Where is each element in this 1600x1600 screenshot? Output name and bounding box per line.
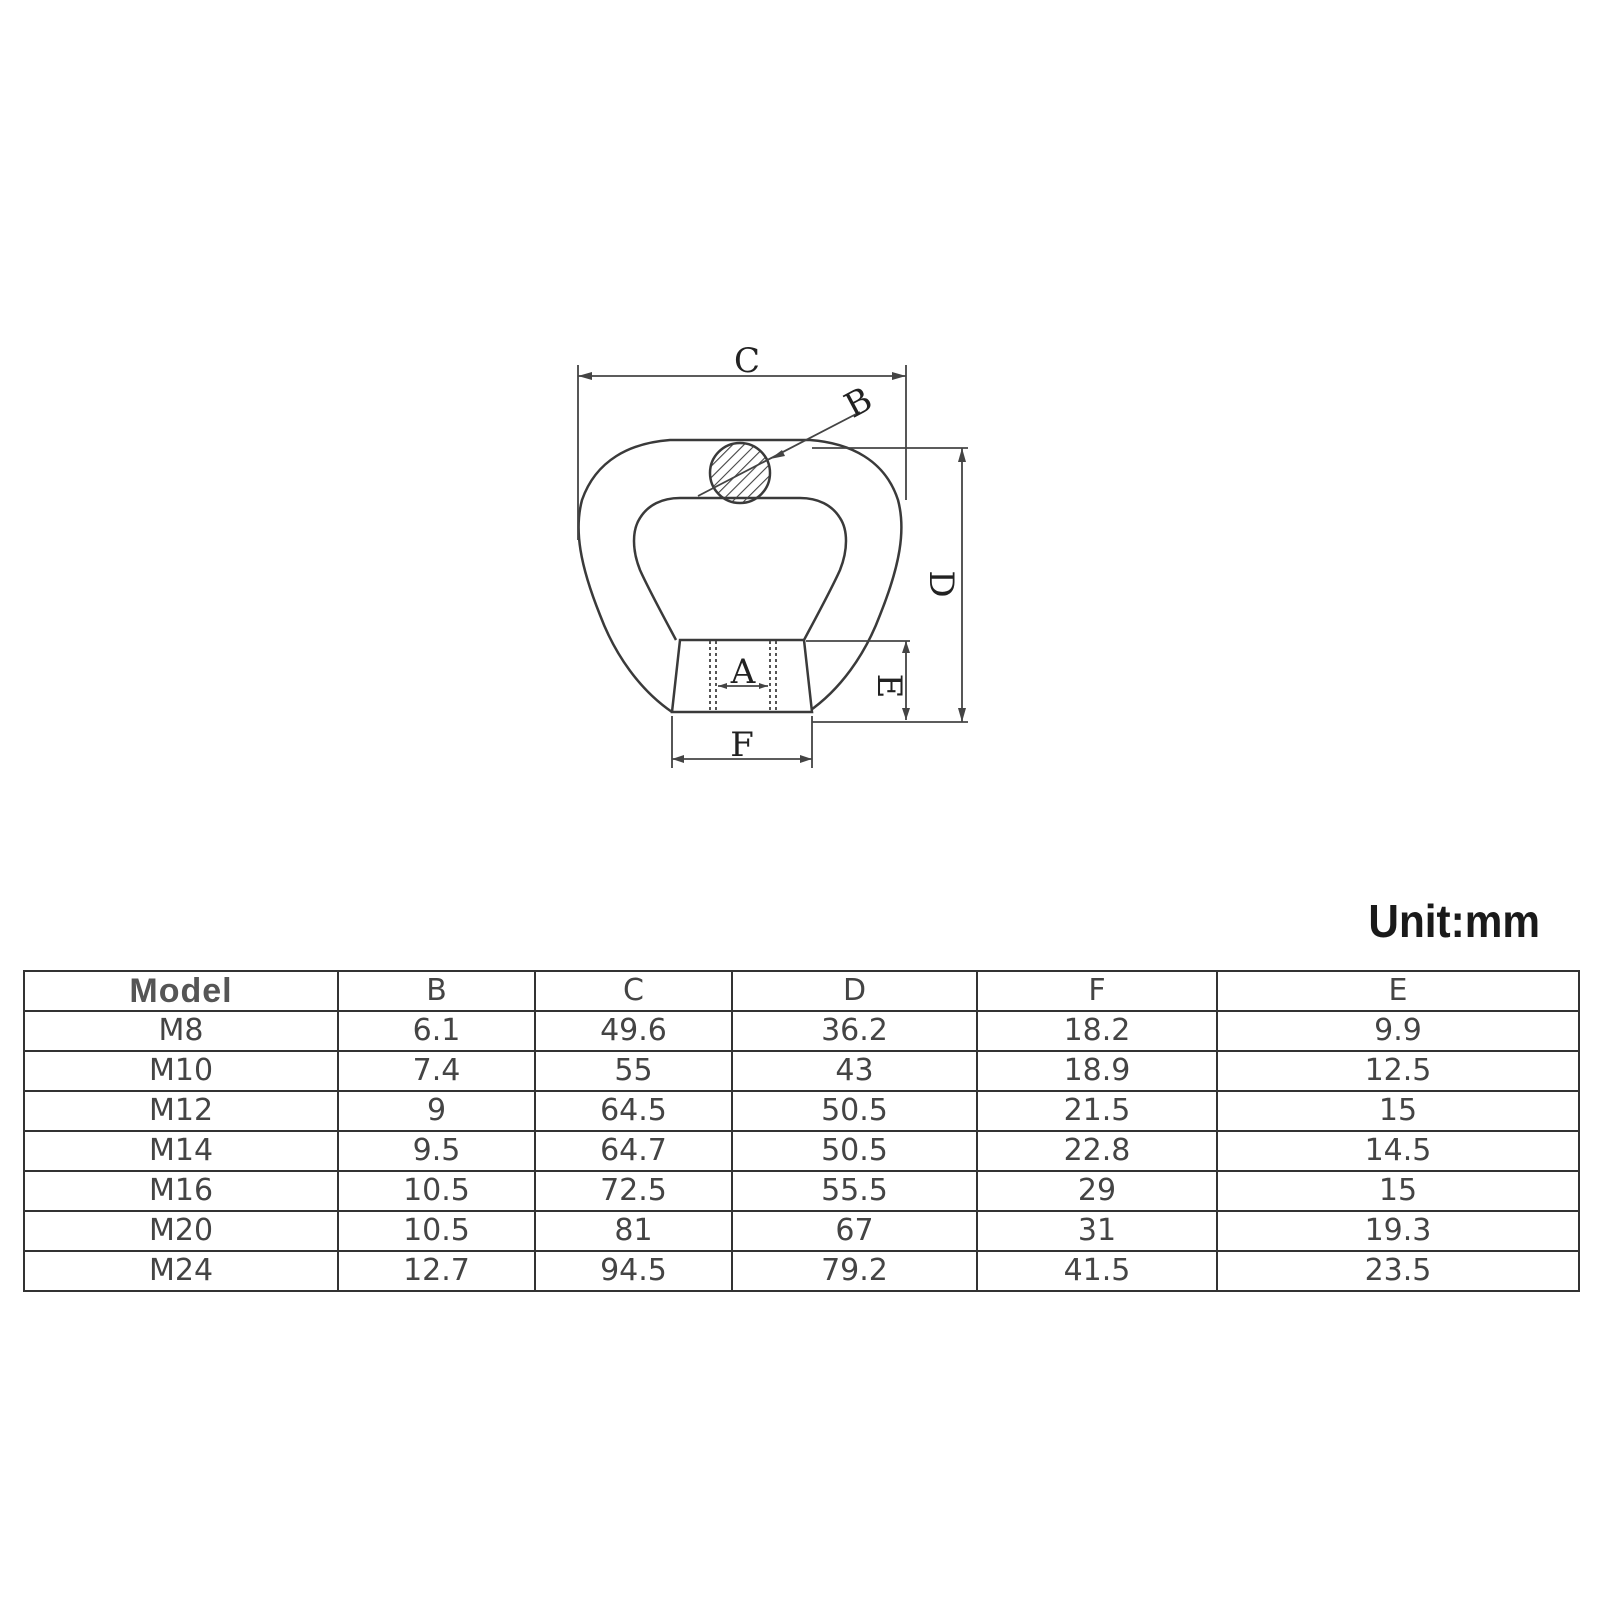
dimension-d <box>812 447 968 723</box>
table-cell-e: 19.3 <box>1216 1210 1580 1252</box>
table-cell-d: 36.2 <box>731 1010 978 1052</box>
table-cell-b: 6.1 <box>337 1010 536 1052</box>
table-cell-model: M24 <box>23 1250 339 1292</box>
table-cell-model: M16 <box>23 1170 339 1212</box>
column-header-e: E <box>1216 970 1580 1012</box>
table-cell-d: 50.5 <box>731 1090 978 1132</box>
table-row: M20 10.5 81 67 31 19.3 <box>23 1210 1580 1252</box>
dimension-label-a: A <box>730 652 756 692</box>
threaded-boss-outline <box>670 638 814 714</box>
table-cell-c: 81 <box>534 1210 733 1252</box>
dimension-e <box>806 640 910 720</box>
table-cell-e: 23.5 <box>1216 1250 1580 1292</box>
table-cell-b: 10.5 <box>337 1170 536 1212</box>
table-cell-d: 50.5 <box>731 1130 978 1172</box>
table-cell-f: 18.2 <box>976 1010 1218 1052</box>
table-cell-e: 14.5 <box>1216 1130 1580 1172</box>
table-cell-model: M14 <box>23 1130 339 1172</box>
table-cell-f: 29 <box>976 1170 1218 1212</box>
dimension-label-e: E <box>869 674 909 699</box>
table-cell-model: M10 <box>23 1050 339 1092</box>
dimension-a <box>718 683 768 689</box>
table-cell-c: 64.5 <box>534 1090 733 1132</box>
table-row: M16 10.5 72.5 55.5 29 15 <box>23 1170 1580 1212</box>
table-cell-c: 64.7 <box>534 1130 733 1172</box>
column-header-c: C <box>534 970 733 1012</box>
table-cell-b: 9 <box>337 1090 536 1132</box>
dimension-b <box>697 411 861 497</box>
table-cell-e: 9.9 <box>1216 1010 1580 1052</box>
table-row: M10 7.4 55 43 18.9 12.5 <box>23 1050 1580 1092</box>
table-cell-b: 10.5 <box>337 1210 536 1252</box>
table-row: M12 9 64.5 50.5 21.5 15 <box>23 1090 1580 1132</box>
table-cell-f: 21.5 <box>976 1090 1218 1132</box>
table-header-row: Model B C D F E <box>23 970 1580 1012</box>
table-cell-b: 12.7 <box>337 1250 536 1292</box>
table-cell-f: 31 <box>976 1210 1218 1252</box>
table-cell-c: 94.5 <box>534 1250 733 1292</box>
table-cell-d: 67 <box>731 1210 978 1252</box>
table-cell-d: 43 <box>731 1050 978 1092</box>
table-cell-d: 79.2 <box>731 1250 978 1292</box>
table-cell-f: 18.9 <box>976 1050 1218 1092</box>
table-cell-e: 15 <box>1216 1170 1580 1212</box>
dimension-f <box>671 716 813 768</box>
column-header-d: D <box>731 970 978 1012</box>
table-cell-e: 12.5 <box>1216 1050 1580 1092</box>
table-cell-c: 49.6 <box>534 1010 733 1052</box>
dimension-c <box>577 365 907 540</box>
table-cell-c: 55 <box>534 1050 733 1092</box>
table-row: M8 6.1 49.6 36.2 18.2 9.9 <box>23 1010 1580 1052</box>
table-cell-b: 9.5 <box>337 1130 536 1172</box>
table-cell-f: 22.8 <box>976 1130 1218 1172</box>
table-row: M24 12.7 94.5 79.2 41.5 23.5 <box>23 1250 1580 1292</box>
dimension-label-f: F <box>730 725 754 765</box>
dimension-label-c: C <box>734 341 760 381</box>
table-row: M14 9.5 64.7 50.5 22.8 14.5 <box>23 1130 1580 1172</box>
table-cell-f: 41.5 <box>976 1250 1218 1292</box>
table-cell-b: 7.4 <box>337 1050 536 1092</box>
dimension-label-d: D <box>921 570 961 597</box>
eye-nut-inner-outline <box>632 496 848 641</box>
ring-cross-section <box>708 441 772 505</box>
unit-label: Unit:mm <box>1368 895 1540 947</box>
column-header-b: B <box>337 970 536 1012</box>
table-cell-e: 15 <box>1216 1090 1580 1132</box>
column-header-model: Model <box>23 970 339 1012</box>
table-cell-model: M20 <box>23 1210 339 1252</box>
table-cell-c: 72.5 <box>534 1170 733 1212</box>
spec-table: Model B C D F E M8 6.1 49.6 36.2 18.2 9.… <box>23 970 1580 1292</box>
column-header-f: F <box>976 970 1218 1012</box>
table-cell-d: 55.5 <box>731 1170 978 1212</box>
table-cell-model: M8 <box>23 1010 339 1052</box>
eye-nut-outer-outline <box>577 438 903 714</box>
table-cell-model: M12 <box>23 1090 339 1132</box>
